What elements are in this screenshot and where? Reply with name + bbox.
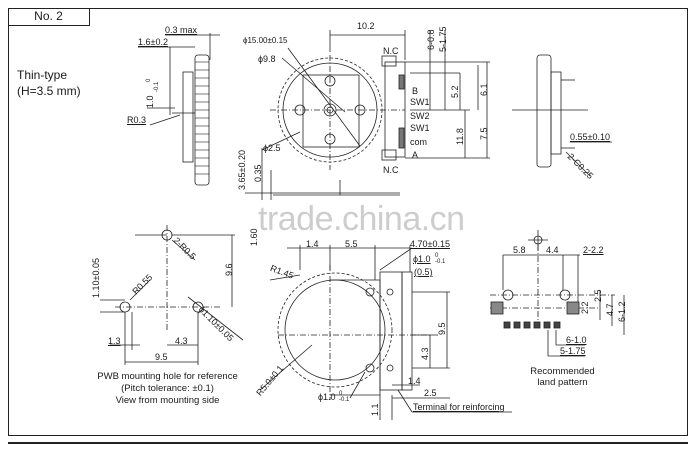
dim-d3: 9.5 <box>155 352 168 362</box>
dim-bottom-side: 1.60 <box>249 228 259 246</box>
pwb-caption-2: (Pitch tolerance: ±0.1) <box>121 383 214 394</box>
dim-land-i: 5-1.75 <box>560 346 586 356</box>
dim-h1: 5.2 <box>450 85 460 98</box>
dim-inner-dia: ϕ9.8 <box>258 54 276 64</box>
bottom-note: Terminal for reinforcing <box>413 402 505 412</box>
land-caption-2: land pattern <box>537 377 588 388</box>
bottom-rule <box>8 442 688 444</box>
dim-radius: R0.3 <box>127 115 147 125</box>
dim-hole-top-tol-hi: 0 <box>435 253 439 259</box>
dim-hole-bottom: ϕ1.0 <box>318 392 336 402</box>
terminal-a: A <box>412 150 419 160</box>
pwb-caption-1: PWB mounting hole for reference <box>97 371 238 382</box>
dim-bottom-b: 5.5 <box>345 239 358 249</box>
dim-land-a: 5.8 <box>513 245 526 255</box>
gear-edge-view <box>245 148 400 200</box>
dim-land-e: 2.5 <box>593 289 603 302</box>
title-line2: (H=3.5 mm) <box>17 84 81 98</box>
dim-pin-right: 0.55±0.10 <box>570 132 610 142</box>
title-line1: Thin-type <box>17 68 68 82</box>
dim-hole-top: ϕ1.0 <box>413 254 431 264</box>
dim-bottom-e: 1.4 <box>408 376 421 386</box>
dim-paren: (0.5) <box>414 267 433 277</box>
side-view-right <box>512 54 612 177</box>
dim-hole-bottom-tol-hi: 0 <box>339 391 343 397</box>
terminal-nc-bottom: N.C <box>383 165 399 175</box>
front-view-gear <box>261 30 490 170</box>
dim-pin-tol-lo: -0.1 <box>154 81 160 92</box>
dim-land-c: 2-2.2 <box>583 245 604 255</box>
dim-pwb-height: 9.6 <box>224 263 234 276</box>
dim-land-g: 6-1.2 <box>617 301 627 322</box>
dim-bottom-height: 9.5 <box>437 322 447 335</box>
dim-outer-dia: ϕ15.00±0.15 <box>243 36 288 45</box>
side-view-left <box>138 33 220 186</box>
dim-h4: 7.5 <box>479 127 489 140</box>
drawing-number-tag: No. 2 <box>8 8 90 26</box>
dim-hole-top-tol-lo: -0.1 <box>435 259 446 265</box>
land-pattern-view <box>490 230 625 357</box>
dim-pin-tol-hi: 0 <box>146 78 152 82</box>
pwb-hole-view <box>100 225 244 365</box>
dim-pitch-b: 5-1.75 <box>438 26 448 52</box>
terminal-com: com <box>410 137 428 147</box>
dim-width: 1.6±0.2 <box>138 37 168 47</box>
dim-gap: 0.35 <box>253 164 263 182</box>
dim-bottom-c: 4.70±0.15 <box>410 239 450 249</box>
terminal-sw1-a: SW1 <box>410 97 430 107</box>
dim-max: 0.3 max <box>165 25 198 35</box>
dim-hole-bottom-tol-lo: -0.1 <box>339 397 350 403</box>
land-caption-1: Recommended <box>530 366 595 377</box>
dim-d1: 1.3 <box>108 336 121 346</box>
dim-bottom-a: 1.4 <box>306 239 319 249</box>
dim-pin: 1.0 <box>145 95 155 108</box>
terminal-sw1-b: SW1 <box>410 123 430 133</box>
dim-h2: 6.1 <box>479 83 489 96</box>
watermark: trade.china.cn <box>258 200 465 238</box>
drawing-frame <box>8 8 688 436</box>
dim-bottom-f: 2.5 <box>424 388 437 398</box>
dim-bottom-mid: 4.3 <box>420 347 430 360</box>
terminal-b: B <box>412 86 419 96</box>
dim-land-h: 6-1.0 <box>566 335 587 345</box>
dim-bottom-g: 1.1 <box>370 403 380 416</box>
dim-land-d: 2.2 <box>580 301 590 314</box>
dim-hole-dia: ϕ2.5 <box>263 143 281 153</box>
pwb-caption-3: View from mounting side <box>115 395 220 406</box>
bottom-view <box>259 245 512 420</box>
dim-land-f: 4.7 <box>605 303 615 316</box>
dim-pwb-tol: 1.10±0.05 <box>91 258 101 298</box>
dim-h3: 11.8 <box>455 128 465 145</box>
dim-d2: 4.3 <box>175 336 188 346</box>
dim-pitch-a: 6-0.8 <box>426 29 436 50</box>
terminal-nc-top: N.C <box>383 46 399 56</box>
terminal-sw2: SW2 <box>410 111 430 121</box>
dim-front-width: 10.2 <box>357 21 375 31</box>
dim-thickness: 3.65±0.20 <box>237 150 247 190</box>
dim-land-b: 4.4 <box>546 245 559 255</box>
